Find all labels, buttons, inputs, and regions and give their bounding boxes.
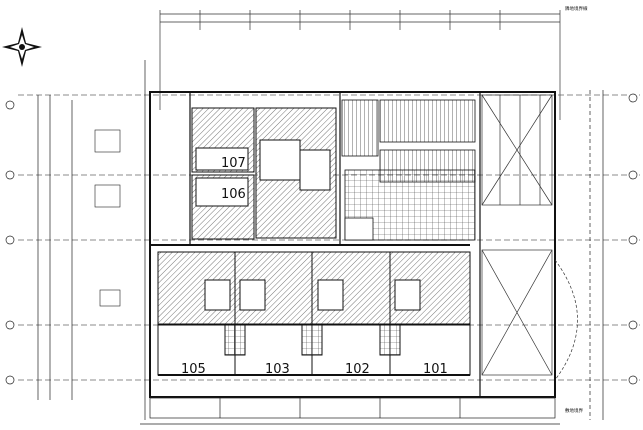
upper-unit-block xyxy=(191,107,337,240)
parking-area xyxy=(481,94,578,381)
lower-unit-block xyxy=(157,251,471,376)
right-grid-axes xyxy=(589,90,638,420)
unit-label-105: 105 xyxy=(181,362,206,377)
left-annotation-boxes xyxy=(94,129,121,307)
bottom-corridor xyxy=(140,397,560,425)
unit-label-103: 103 xyxy=(265,362,290,377)
north-compass-icon xyxy=(2,27,42,67)
unit-label-101: 101 xyxy=(423,362,448,377)
side-note-neighbor-line: 隣地境界線 xyxy=(565,5,588,12)
stair-core xyxy=(341,99,476,241)
unit-label-107: 107 xyxy=(221,156,246,171)
building-outline xyxy=(149,91,556,398)
unit-label-106: 106 xyxy=(221,187,246,202)
side-note-site-boundary: 敷地境界 xyxy=(565,407,583,414)
unit-label-102: 102 xyxy=(345,362,370,377)
top-dimensions xyxy=(159,10,561,120)
